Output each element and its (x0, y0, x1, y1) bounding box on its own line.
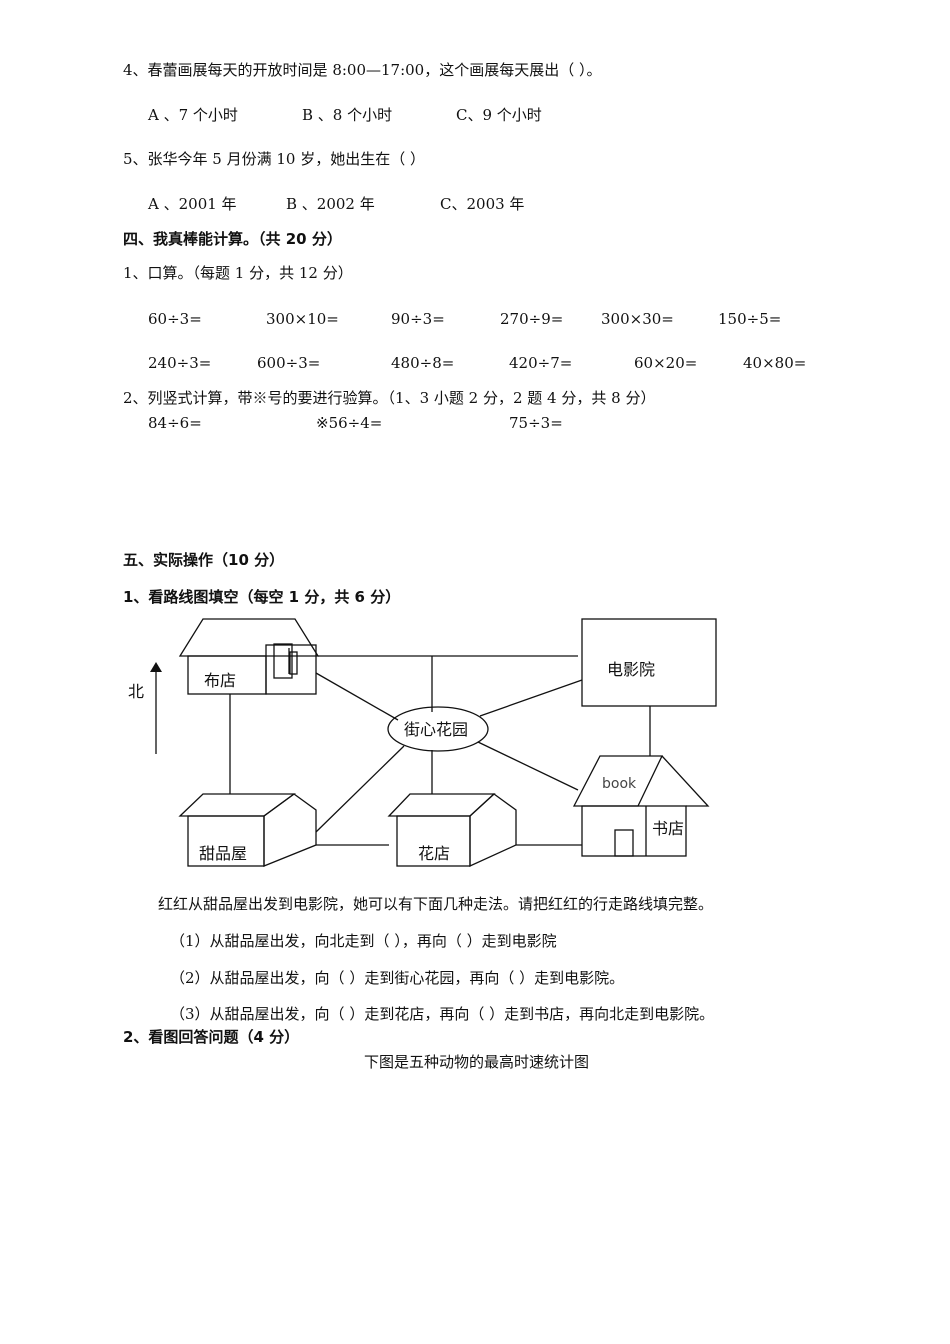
section5-title: 五、实际操作（10 分） (123, 551, 285, 569)
cloth-shop-label: 布店 (204, 671, 236, 690)
road-garden-to-dessert (315, 745, 405, 833)
q4-stem: 4、春蕾画展每天的开放时间是 8:00—17:00，这个画展每天展出（ ）。 (123, 61, 602, 79)
q4-option-c: C、9 个小时 (456, 106, 542, 124)
oral-calc-item: 240÷3= (148, 354, 212, 372)
vertical-calc-item: ※56÷4= (316, 414, 383, 432)
vertical-calc-item: 75÷3= (509, 414, 563, 432)
oral-calc-item: 480÷8= (391, 354, 455, 372)
section5-part2-title: 2、看图回答问题（4 分） (123, 1028, 300, 1046)
q5-stem: 5、张华今年 5 月份满 10 岁，她出生在（ ） (123, 150, 426, 168)
oral-calc-item: 150÷5= (718, 310, 782, 328)
route-intro: 红红从甜品屋出发到电影院，她可以有下面几种走法。请把红红的行走路线填完整。 (158, 895, 714, 913)
oral-calc-item: 60÷3= (148, 310, 202, 328)
section5-part1-title: 1、看路线图填空（每空 1 分，共 6 分） (123, 588, 401, 606)
section4-part2-title: 2、列竖式计算，带※号的要进行验算。（1、3 小题 2 分，2 题 4 分，共 … (123, 389, 656, 407)
dessert-house-label: 甜品屋 (199, 844, 247, 863)
vertical-calc-item: 84÷6= (148, 414, 202, 432)
section4-title: 四、我真棒能计算。（共 20 分） (123, 230, 342, 248)
cloth-shop-building (178, 618, 320, 695)
north-label: 北 (128, 682, 144, 701)
oral-calc-item: 420÷7= (509, 354, 573, 372)
route-map: 北 布店 电影院 街心花园 甜品屋 花店 book 书店 (128, 618, 717, 868)
route-question-2: （2）从甜品屋出发，向（ ）走到街心花园，再向（ ）走到电影院。 (170, 969, 625, 987)
garden-ellipse (387, 706, 489, 752)
q5-option-c: C、2003 年 (440, 195, 525, 213)
north-arrow-icon (150, 662, 162, 672)
bookstore-label: 书店 (652, 819, 684, 838)
q5-option-a: A 、2001 年 (148, 195, 237, 213)
oral-calc-item: 270÷9= (500, 310, 564, 328)
book-sign-label: book (602, 776, 637, 792)
bookstore-building (572, 755, 710, 857)
flower-shop-label: 花店 (418, 844, 450, 863)
q4-option-a: A 、7 个小时 (148, 106, 238, 124)
oral-calc-item: 300×10= (266, 310, 339, 328)
section4-part1-title: 1、口算。（每题 1 分，共 12 分） (123, 264, 353, 282)
cinema-label: 电影院 (607, 660, 655, 679)
cinema-building (581, 618, 717, 707)
road-garden-to-bookstore (477, 741, 579, 791)
route-question-3: （3）从甜品屋出发，向（ ）走到花店，再向（ ）走到书店，再向北走到电影院。 (170, 1005, 715, 1023)
oral-calc-item: 60×20= (634, 354, 698, 372)
dessert-house-building (178, 793, 317, 867)
oral-calc-item: 300×30= (601, 310, 674, 328)
garden-label: 街心花园 (404, 720, 468, 739)
road-garden-to-cinema (479, 679, 583, 717)
route-question-1: （1）从甜品屋出发，向北走到（ ），再向（ ）走到电影院 (170, 932, 557, 950)
oral-calc-item: 600÷3= (257, 354, 321, 372)
oral-calc-item: 40×80= (743, 354, 807, 372)
chart-caption: 下图是五种动物的最高时速统计图 (364, 1053, 590, 1071)
oral-calc-item: 90÷3= (391, 310, 445, 328)
q4-option-b: B 、8 个小时 (302, 106, 393, 124)
road-cloth-to-garden (315, 672, 399, 721)
flower-shop-building (387, 793, 517, 868)
q5-option-b: B 、2002 年 (286, 195, 375, 213)
